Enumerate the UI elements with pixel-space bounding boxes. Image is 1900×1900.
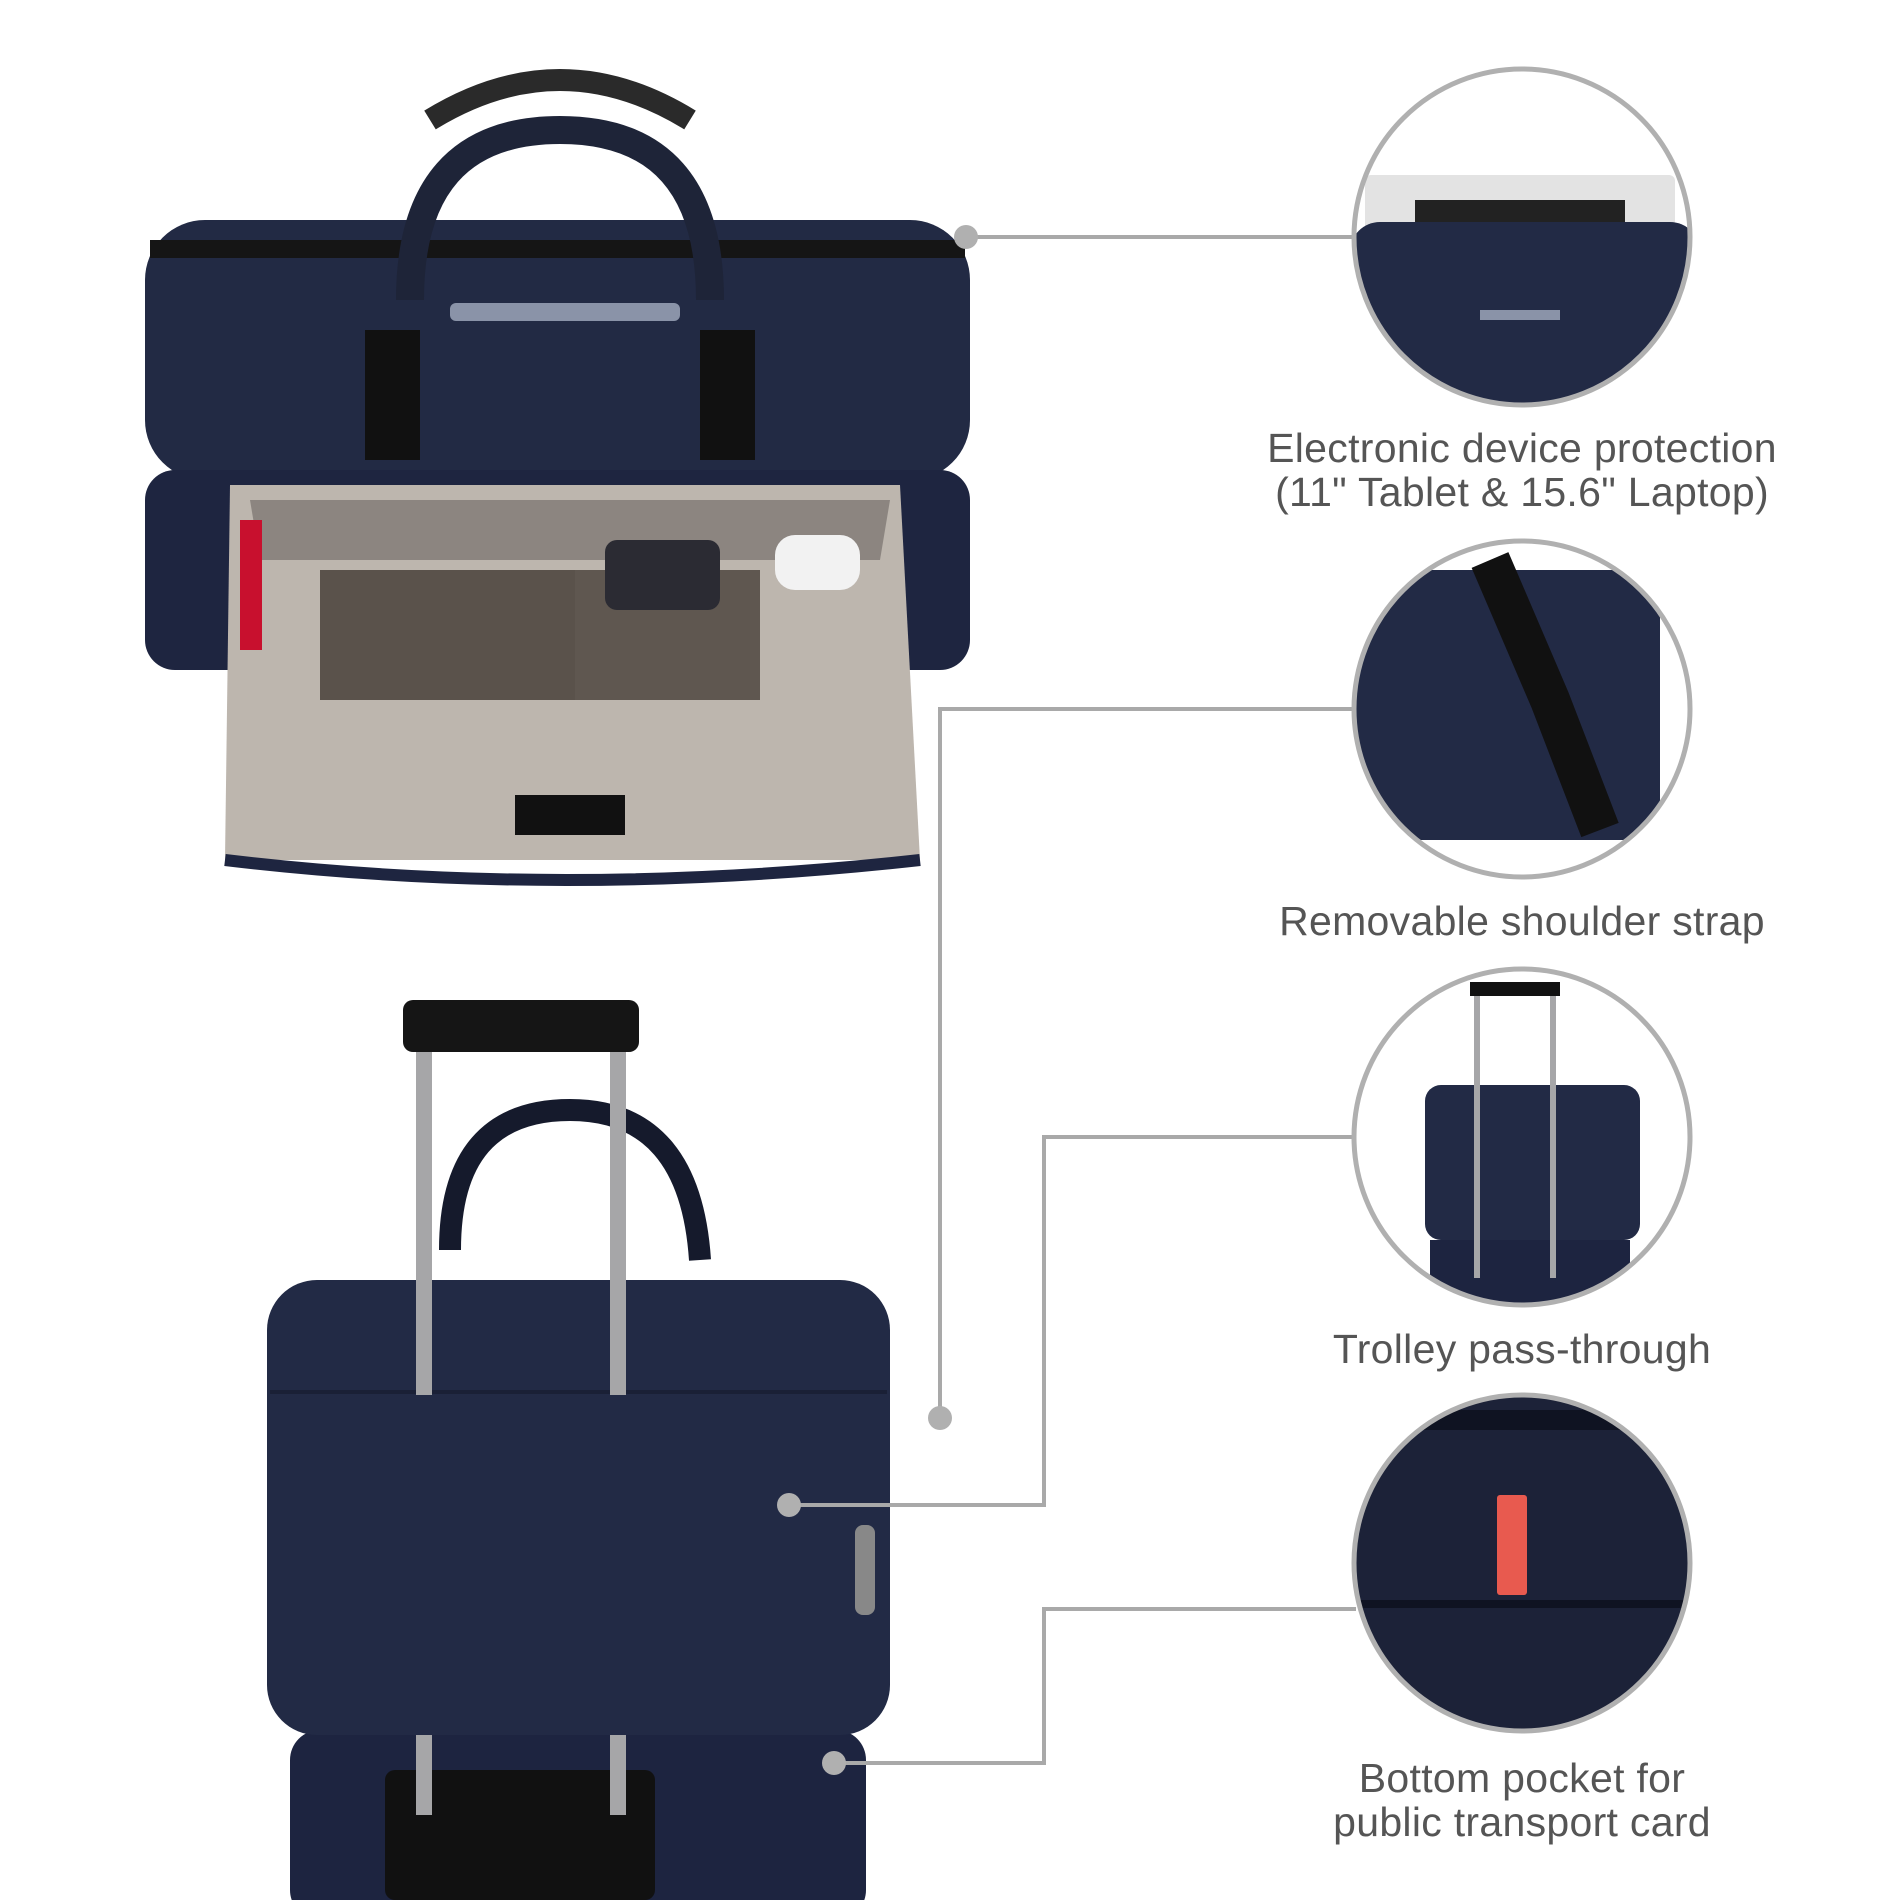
feature-label-device-protection: Electronic device protection (11" Tablet… xyxy=(1242,426,1802,514)
brand-patch xyxy=(515,795,625,835)
callout-line-4 xyxy=(834,1607,1356,1765)
open-briefcase-image xyxy=(145,69,970,886)
transport-card xyxy=(1497,1495,1527,1595)
zipper-pull xyxy=(450,303,680,321)
trolley-rod xyxy=(610,1040,626,1395)
side-clip xyxy=(855,1525,875,1615)
bag-handle xyxy=(439,1098,711,1261)
red-keyring xyxy=(240,520,262,650)
label-line: Removable shoulder strap xyxy=(1279,898,1765,944)
trolley-rod xyxy=(416,1040,432,1395)
phone xyxy=(605,540,720,610)
trolley-grip xyxy=(403,1000,639,1052)
callout-line-2 xyxy=(938,707,1356,1418)
shoulder-strap-detail-icon xyxy=(1356,543,1688,875)
earbuds-case xyxy=(775,535,860,590)
bag-top-body xyxy=(145,220,970,480)
card-pocket-detail-icon xyxy=(1356,1397,1688,1729)
detail-circle-4 xyxy=(1351,1392,1693,1734)
callout-lines xyxy=(789,235,1356,1765)
callout-dot-4 xyxy=(822,1751,846,1775)
bag-on-trolley-image xyxy=(267,1000,890,1900)
rear-handle xyxy=(424,69,696,130)
callout-dot-2 xyxy=(928,1406,952,1430)
detail-circle-2 xyxy=(1351,538,1693,880)
label-line: (11" Tablet & 15.6" Laptop) xyxy=(1275,469,1769,515)
feature-label-shoulder-strap: Removable shoulder strap xyxy=(1242,899,1802,943)
inner-pocket xyxy=(320,570,575,700)
callout-line-3 xyxy=(789,1135,1356,1507)
detail-circle-3 xyxy=(1351,966,1693,1308)
label-line: Bottom pocket for xyxy=(1358,1755,1686,1801)
front-handle xyxy=(396,115,724,301)
trolley-sleeve-detail-icon xyxy=(1356,971,1688,1303)
label-line: Electronic device protection xyxy=(1267,425,1777,471)
suitcase-handle-housing xyxy=(385,1770,655,1900)
laptop-sleeve-detail-icon xyxy=(1356,71,1688,403)
label-line: Trolley pass-through xyxy=(1332,1326,1712,1372)
feature-label-card-pocket: Bottom pocket for public transport card xyxy=(1242,1756,1802,1844)
feature-label-trolley-pass-through: Trolley pass-through xyxy=(1242,1327,1802,1371)
detail-circle-1 xyxy=(1351,66,1693,408)
label-line: public transport card xyxy=(1333,1799,1711,1845)
callout-dot-3 xyxy=(777,1493,801,1517)
callout-dot-1 xyxy=(954,225,978,249)
